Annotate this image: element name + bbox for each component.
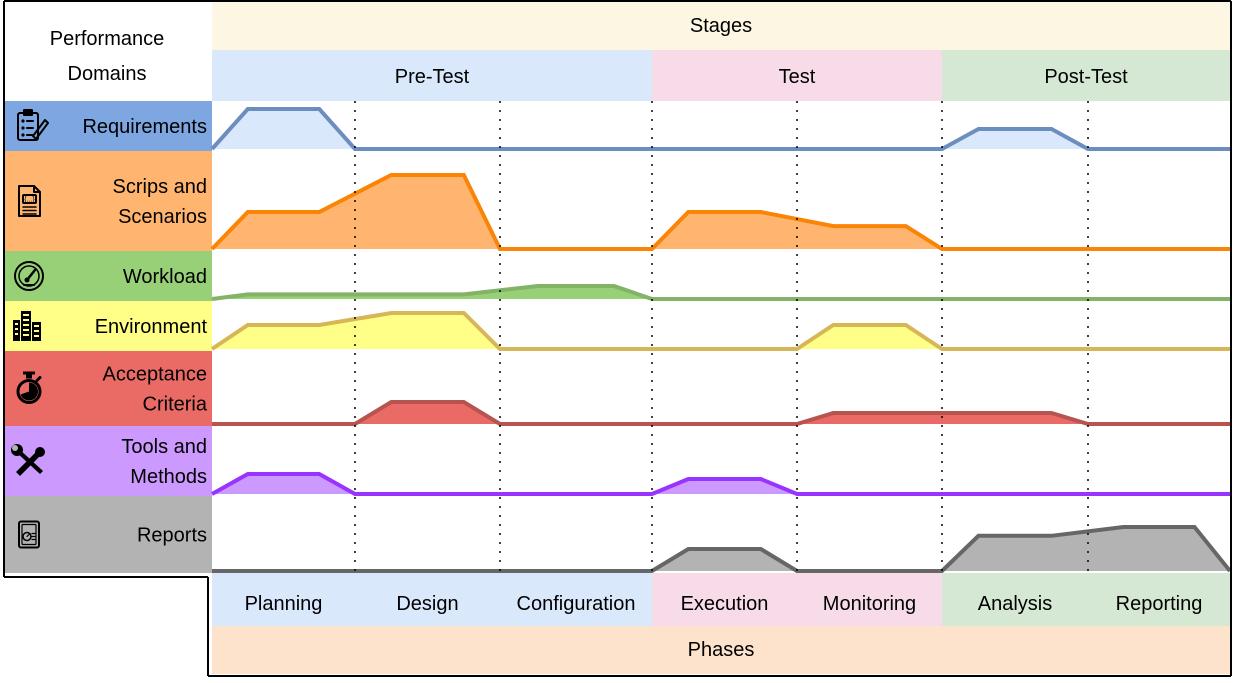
tools-icon (11, 444, 45, 476)
phase-separators (354, 101, 1089, 573)
domain-rows: Requirements {...} Scrips andScenariosWork… (5, 101, 1232, 573)
phase-band-reporting (1088, 573, 1230, 626)
server-icon (13, 311, 41, 341)
gauge-icon (14, 261, 44, 291)
svg-text:{...}: {...} (24, 197, 35, 204)
clipboard-icon (17, 109, 49, 141)
phase-band-design (355, 573, 500, 626)
stages-band (212, 2, 1230, 50)
phase-label-design: Design (396, 593, 458, 615)
domain-outline-scripts (210, 173, 1230, 251)
domain-outline-tools (211, 472, 1230, 496)
domain-area-tools (212, 474, 1230, 494)
phase-label-analysis: Analysis (978, 593, 1052, 615)
domain-label-cell-tools (5, 426, 212, 496)
domain-label-environment-line1: Environment (95, 316, 208, 338)
stage-band-post-test (942, 50, 1230, 101)
report-icon (18, 520, 40, 549)
frame (3, 0, 1232, 677)
stage-band-test (652, 50, 942, 101)
domain-label-requirements-line1: Requirements (82, 116, 207, 138)
domain-row-environment: Environment (5, 301, 1230, 351)
domain-area-requirements (212, 109, 1230, 149)
phases-band (212, 626, 1230, 674)
phase-label-configuration: Configuration (517, 593, 636, 615)
phase-band-execution (652, 573, 797, 626)
domain-label-tools-line2: Methods (130, 466, 207, 488)
domain-row-reports: Reports (5, 496, 1232, 573)
domain-outline-environment (210, 311, 1230, 351)
corner-title-line1: Performance (50, 28, 165, 50)
stage-band-pre-test (212, 50, 652, 101)
domain-outline-requirements (210, 107, 1230, 151)
phase-band-planning (212, 573, 355, 626)
stages-title: Stages (690, 15, 752, 37)
phase-band-analysis (942, 573, 1088, 626)
corner-title-line2: Domains (68, 63, 147, 85)
stage-label-post-test: Post-Test (1044, 66, 1128, 88)
phase-band-monitoring (797, 573, 942, 626)
stage-label-pre-test: Pre-Test (395, 66, 470, 88)
phases-title: Phases (688, 639, 755, 661)
phase-label-reporting: Reporting (1116, 593, 1203, 615)
domain-label-scripts-line1: Scrips and (113, 176, 208, 198)
domain-row-workload: Workload (5, 251, 1230, 301)
script-file-icon: {...} (18, 185, 41, 217)
stage-label-test: Test (779, 66, 816, 88)
domain-outline-acceptance (212, 400, 1230, 426)
phase-label-execution: Execution (681, 593, 769, 615)
domain-label-acceptance-line2: Criteria (143, 394, 208, 416)
domain-label-scripts-line2: Scenarios (118, 206, 207, 228)
domain-area-acceptance (212, 402, 1230, 424)
domain-label-reports-line1: Reports (137, 525, 207, 547)
phase-band-configuration (500, 573, 652, 626)
phase-label-monitoring: Monitoring (823, 593, 916, 615)
domain-area-environment (212, 313, 1230, 349)
phase-bands: Planning Design Configuration Execution Moni… (212, 573, 1230, 626)
domain-label-workload-line1: Workload (123, 266, 207, 288)
domain-label-tools-line1: Tools and (121, 436, 207, 458)
stopwatch-icon (16, 371, 42, 404)
stage-bands: Pre-Test Test Post-Test (212, 50, 1230, 101)
phase-label-planning: Planning (245, 593, 323, 615)
domain-row-requirements: Requirements (5, 101, 1230, 151)
domain-label-acceptance-line1: Acceptance (102, 364, 207, 386)
